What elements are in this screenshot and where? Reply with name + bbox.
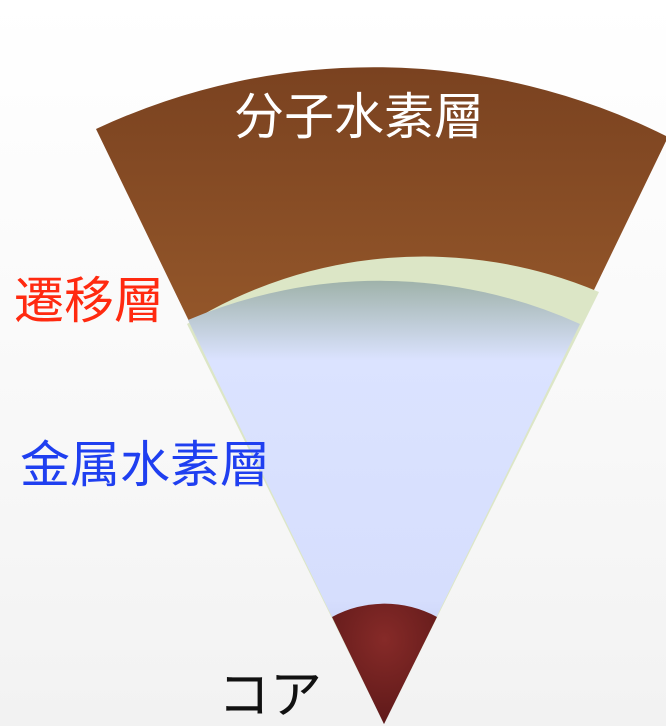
molecular-hydrogen-label: 分子水素層: [234, 88, 484, 146]
transition-layer-label: 遷移層: [14, 272, 164, 330]
core-layer: [332, 603, 437, 724]
metallic-hydrogen-label: 金属水素層: [20, 436, 270, 494]
metallic-hydrogen-layer: [188, 280, 580, 724]
core-label: コア: [218, 666, 323, 726]
